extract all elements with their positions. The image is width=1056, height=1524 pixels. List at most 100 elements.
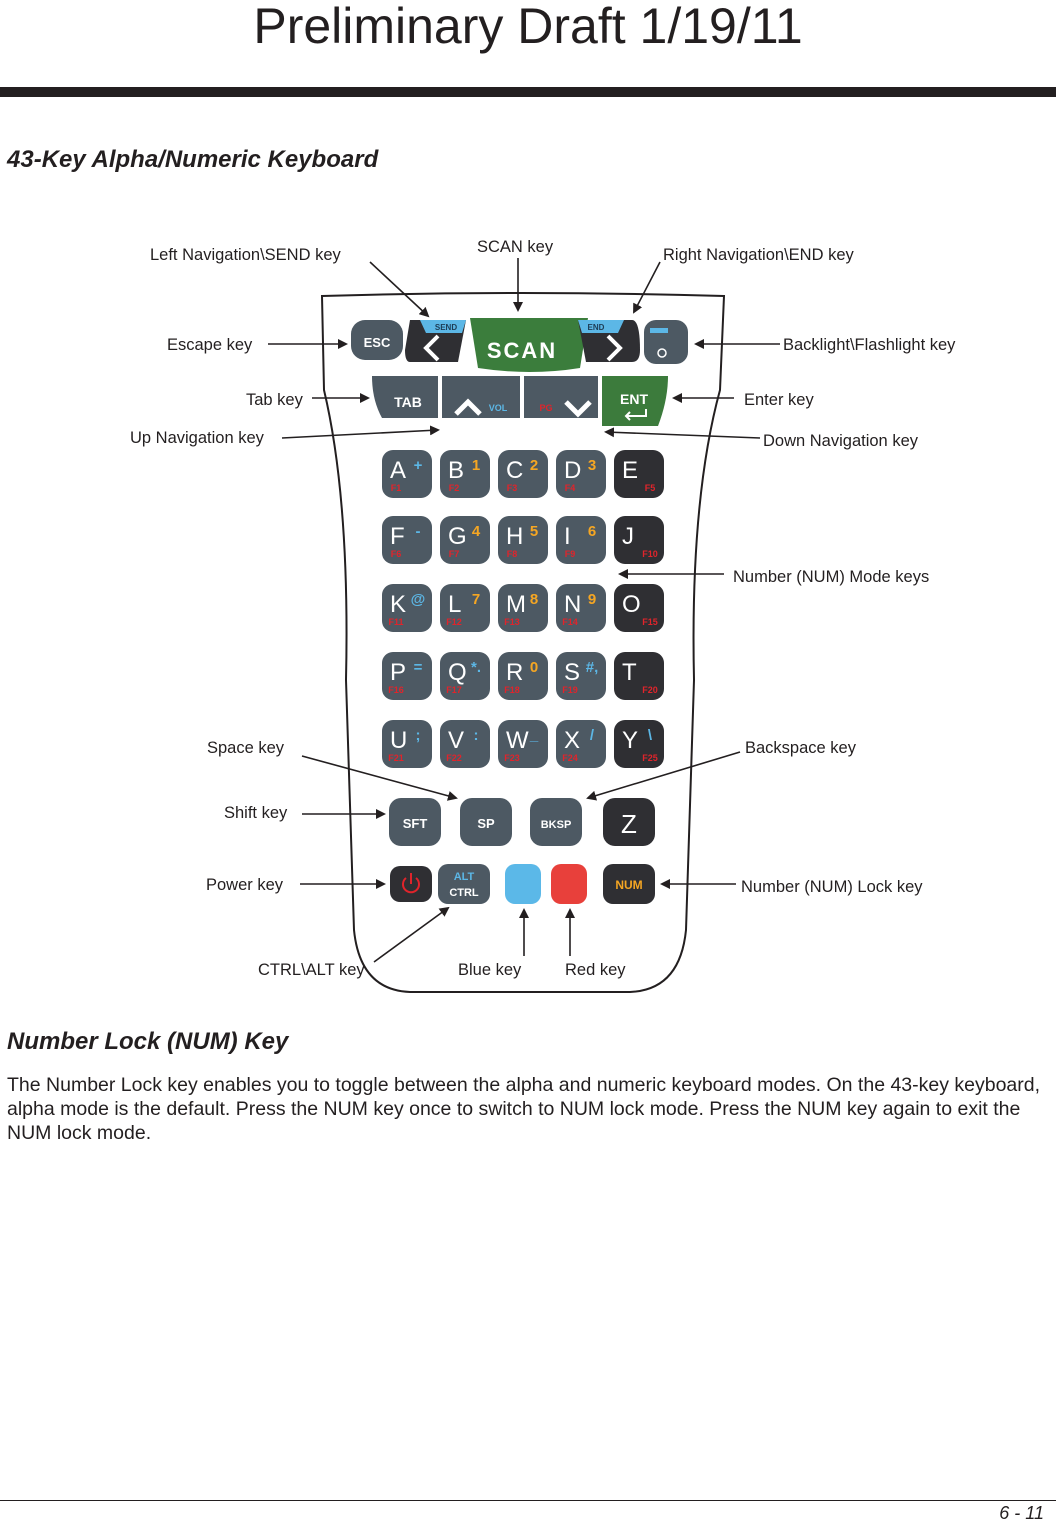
key-p[interactable]: P=F16 [382,652,432,700]
backspace-key[interactable]: BKSP [530,798,582,846]
callout-power: Power key [206,876,284,894]
callout-num-mode: Number (NUM) Mode keys [733,568,929,586]
key-body [614,516,664,564]
tab-key[interactable]: TAB [372,376,438,418]
num-lock-key[interactable]: NUM [603,864,655,904]
key-x[interactable]: X/F24 [556,720,606,768]
chevron-down-icon [564,400,592,418]
key-function-label: F20 [642,685,658,695]
callout-scan: SCAN key [477,238,554,256]
enter-key[interactable]: ENT [602,376,668,426]
key-letter: R [506,659,523,686]
red-key[interactable] [551,864,587,904]
key-w[interactable]: W_ F23 [498,720,548,768]
callout-tab: Tab key [246,391,304,409]
key-letter: A [390,457,406,484]
key-function-label: F19 [562,685,578,695]
key-symbol: 9 [588,591,596,608]
callout-up-nav: Up Navigation key [130,429,265,447]
callout-num-lock: Number (NUM) Lock key [741,878,923,896]
key-symbol: _ [529,727,539,744]
key-letter: I [564,523,571,550]
esc-key[interactable]: ESC [351,320,403,360]
key-function-label: F4 [565,483,576,493]
key-s[interactable]: S#,F19 [556,652,606,700]
svg-text:VOL: VOL [489,403,508,413]
key-function-label: F17 [446,685,462,695]
key-body [382,652,432,700]
key-body [382,720,432,768]
key-letter: L [448,591,461,618]
vol-up-key[interactable]: VOL [442,376,520,418]
key-symbol: ; [416,727,421,744]
key-k[interactable]: K@F11 [382,584,432,632]
key-letter: M [506,591,526,618]
key-body [614,720,664,768]
key-letter: O [622,591,641,618]
svg-text:Z: Z [621,809,637,839]
blue-key[interactable] [505,864,541,904]
space-key[interactable]: SP [460,798,512,846]
key-function-label: F10 [642,549,658,559]
key-letter: F [390,523,405,550]
key-function-label: F16 [388,685,404,695]
key-body [382,450,432,498]
pg-down-key[interactable]: PG [524,376,598,418]
callout-space: Space key [207,739,285,757]
shift-key[interactable]: SFT [389,798,441,846]
key-symbol: 5 [530,523,538,540]
key-function-label: F23 [504,753,520,763]
key-f[interactable]: F-F6 [382,516,432,564]
z-key[interactable]: Z [603,798,655,846]
key-body [556,450,606,498]
svg-text:SEND: SEND [435,323,457,332]
key-function-label: F13 [504,617,520,627]
left-nav-send-key[interactable]: SEND [405,320,466,362]
key-letter: V [448,727,464,754]
footer-rule [0,1500,1056,1501]
return-icon [624,409,647,421]
sun-icon [657,348,667,358]
svg-text:PG: PG [539,403,552,413]
power-key[interactable] [390,866,432,902]
key-letter: X [564,727,580,754]
svg-text:BKSP: BKSP [541,819,572,831]
scan-key[interactable]: SCAN [470,318,588,372]
key-t[interactable]: T F20 [614,652,664,700]
key-letter: W [506,727,529,754]
backlight-flashlight-key[interactable] [644,320,688,364]
key-body [498,450,548,498]
section-title-keyboard: 43-Key Alpha/Numeric Keyboard [7,146,379,173]
svg-text:ALT: ALT [454,871,475,883]
key-symbol: 1 [472,457,480,474]
key-e[interactable]: EF5 [614,450,664,498]
key-body [556,584,606,632]
key-q[interactable]: Q*.F17 [440,652,490,700]
key-body [440,652,490,700]
key-symbol: / [590,727,595,744]
ctrl-alt-key[interactable]: ALT CTRL [438,864,490,904]
key-letter: N [564,591,581,618]
chevron-left-icon [423,334,440,362]
key-function-label: F11 [388,617,403,627]
svg-text:END: END [588,323,605,332]
key-v[interactable]: V:F22 [440,720,490,768]
key-a[interactable]: A+F1 [382,450,432,498]
right-nav-end-key[interactable]: END [578,320,640,362]
key-y[interactable]: Y\F25 [614,720,664,768]
key-letter: T [622,659,637,686]
key-function-label: F3 [507,483,518,493]
key-u[interactable]: U;F21 [382,720,432,768]
